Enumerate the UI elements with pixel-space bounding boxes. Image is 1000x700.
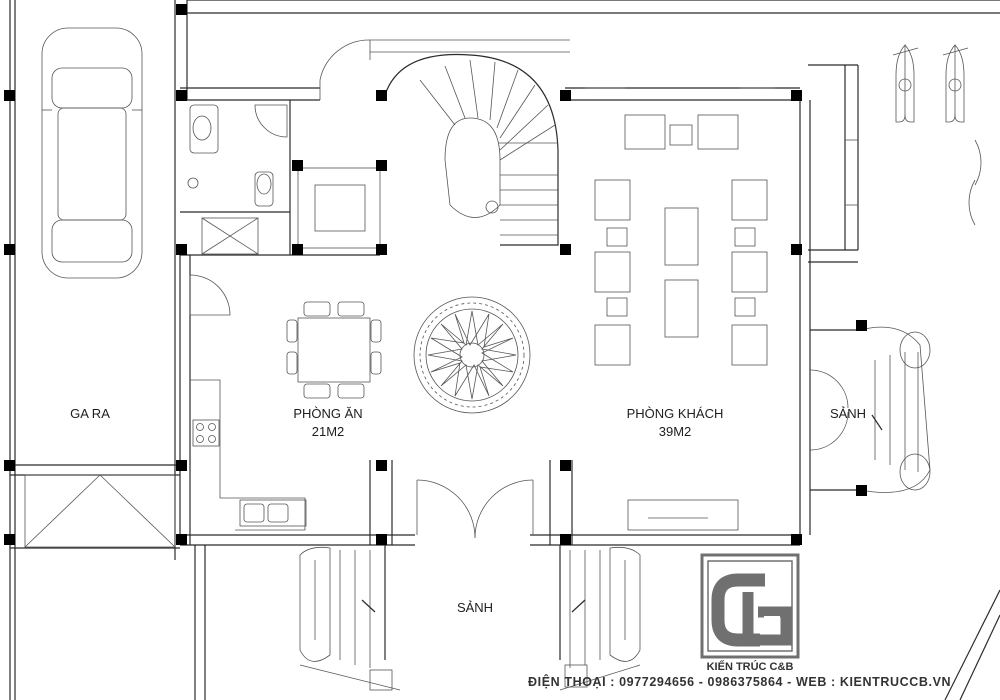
living-furniture xyxy=(594,114,768,531)
dining-table xyxy=(286,301,382,399)
front-lobby-stairs xyxy=(194,545,1000,700)
motorbike-icon xyxy=(892,43,969,123)
house-walls xyxy=(179,39,859,546)
garage-label: GA RA xyxy=(70,406,110,421)
compass-rose-floor xyxy=(413,296,531,414)
car-icon xyxy=(41,27,143,279)
main-entrance-door xyxy=(369,460,573,545)
structural-columns xyxy=(4,4,867,545)
kitchen-counter xyxy=(190,379,307,531)
contact-info: ĐIỆN THOẠI : 0977294656 - 0986375864 - W… xyxy=(528,674,951,689)
side-lobby-label: SẢNH xyxy=(830,406,866,421)
front-lobby-label: SẢNH xyxy=(457,600,493,615)
spiral-staircase xyxy=(384,53,559,246)
brand-name: KIẾN TRÚC C&B xyxy=(707,660,794,673)
dining-room-label: PHÒNG ĂN xyxy=(293,406,362,421)
company-logo xyxy=(700,553,800,659)
garage-area xyxy=(9,0,1000,700)
dining-room-area: 21M2 xyxy=(312,424,345,439)
side-lobby xyxy=(809,139,982,493)
living-room-label: PHÒNG KHÁCH xyxy=(627,406,724,421)
living-room-area: 39M2 xyxy=(659,424,692,439)
